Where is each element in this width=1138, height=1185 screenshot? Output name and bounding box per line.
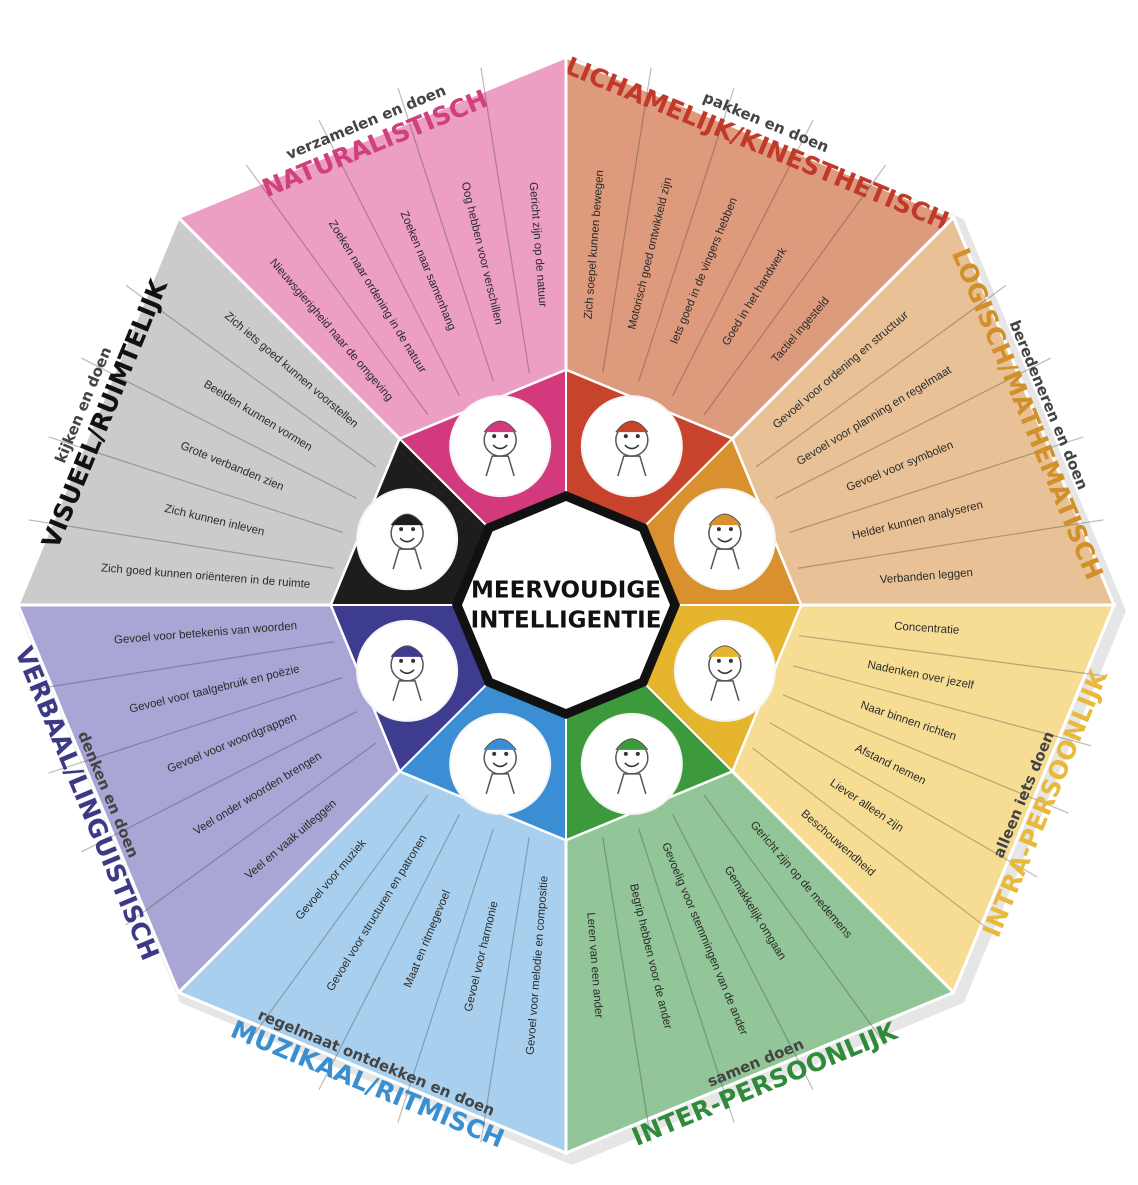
trait-divider xyxy=(752,747,998,937)
trait-divider xyxy=(602,837,652,1143)
smile-icon xyxy=(399,669,415,675)
smile-icon xyxy=(717,537,733,543)
eye-icon xyxy=(635,751,640,756)
illustration-inter-persoonlijk xyxy=(580,712,683,815)
trait-divider xyxy=(602,67,652,373)
eye-icon xyxy=(623,751,628,756)
trait-divider xyxy=(755,284,1007,468)
eye-icon xyxy=(716,658,721,663)
trait-divider xyxy=(48,677,343,774)
body-icon xyxy=(617,455,647,477)
eye-icon xyxy=(504,434,509,439)
center-title-line2: INTELLIGENTIE xyxy=(471,608,662,634)
trait-divider xyxy=(245,794,429,1046)
trait-divider xyxy=(672,814,814,1090)
body-icon xyxy=(392,680,422,702)
illustration-logisch-mathematisch xyxy=(673,488,776,591)
center-octagon xyxy=(462,501,670,709)
trait-divider xyxy=(703,794,887,1046)
eye-icon xyxy=(635,434,640,439)
trait-divider xyxy=(672,120,814,396)
smile-icon xyxy=(624,762,640,768)
trait-divider xyxy=(28,519,334,569)
illustration-naturalistisch xyxy=(449,395,552,498)
hair-icon xyxy=(708,513,742,526)
trait-divider xyxy=(397,828,494,1123)
smile-icon xyxy=(399,537,415,543)
trait-divider xyxy=(798,519,1104,569)
trait-divider xyxy=(318,814,460,1090)
trait-label: Concentratie xyxy=(894,621,960,637)
eye-icon xyxy=(492,751,497,756)
hair-icon xyxy=(390,513,424,526)
trait-divider xyxy=(125,742,377,926)
trait-divider xyxy=(48,436,343,533)
illustration-lichamelijk-kinesthetisch xyxy=(580,395,683,498)
illustration-muzikaal-ritmisch xyxy=(449,712,552,815)
trait-divider xyxy=(480,837,530,1143)
body-icon xyxy=(710,548,740,570)
body-icon xyxy=(485,455,515,477)
smile-icon xyxy=(717,669,733,675)
trait-divider xyxy=(798,635,1106,677)
eye-icon xyxy=(504,751,509,756)
eye-icon xyxy=(399,527,404,532)
smile-icon xyxy=(492,444,508,450)
smile-icon xyxy=(492,762,508,768)
trait-divider xyxy=(28,641,334,691)
eye-icon xyxy=(716,527,721,532)
body-icon xyxy=(392,548,422,570)
trait-divider xyxy=(318,120,460,396)
trait-divider xyxy=(81,357,357,499)
trait-divider xyxy=(789,436,1084,533)
body-icon xyxy=(617,773,647,795)
eye-icon xyxy=(492,434,497,439)
trait-divider xyxy=(782,694,1069,814)
body-icon xyxy=(485,773,515,795)
trait-divider xyxy=(245,164,429,416)
trait-divider xyxy=(792,665,1092,747)
body-icon xyxy=(710,680,740,702)
trait-divider xyxy=(638,828,735,1123)
section-muzikaal-ritmisch: Gevoel voor melodie en compositieGevoel … xyxy=(175,680,568,1156)
eye-icon xyxy=(411,658,416,663)
illustration-visueel-ruimtelijk xyxy=(356,488,459,591)
trait-divider xyxy=(638,87,735,382)
trait-divider xyxy=(480,67,530,373)
eye-icon xyxy=(411,527,416,532)
eye-icon xyxy=(728,658,733,663)
hair-icon xyxy=(708,645,742,658)
smile-icon xyxy=(624,444,640,450)
trait-divider xyxy=(81,711,357,853)
hair-icon xyxy=(615,738,649,751)
eye-icon xyxy=(623,434,628,439)
hair-icon xyxy=(483,738,517,751)
hair-icon xyxy=(483,420,517,433)
trait-divider xyxy=(769,721,1038,878)
trait-divider xyxy=(775,357,1051,499)
trait-divider xyxy=(125,284,377,468)
eye-icon xyxy=(728,527,733,532)
hair-icon xyxy=(390,645,424,658)
illustration-intra-persoonlijk xyxy=(673,619,776,722)
trait-divider xyxy=(703,164,887,416)
trait-divider xyxy=(397,87,494,382)
section-naturalistisch: Nieuwsgierigheid naar de omgevingZoeken … xyxy=(175,54,568,530)
center-title-line1: MEERVOUDIGE xyxy=(471,578,661,604)
eye-icon xyxy=(399,658,404,663)
hair-icon xyxy=(615,420,649,433)
illustration-verbaal-linguistisch xyxy=(356,619,459,722)
